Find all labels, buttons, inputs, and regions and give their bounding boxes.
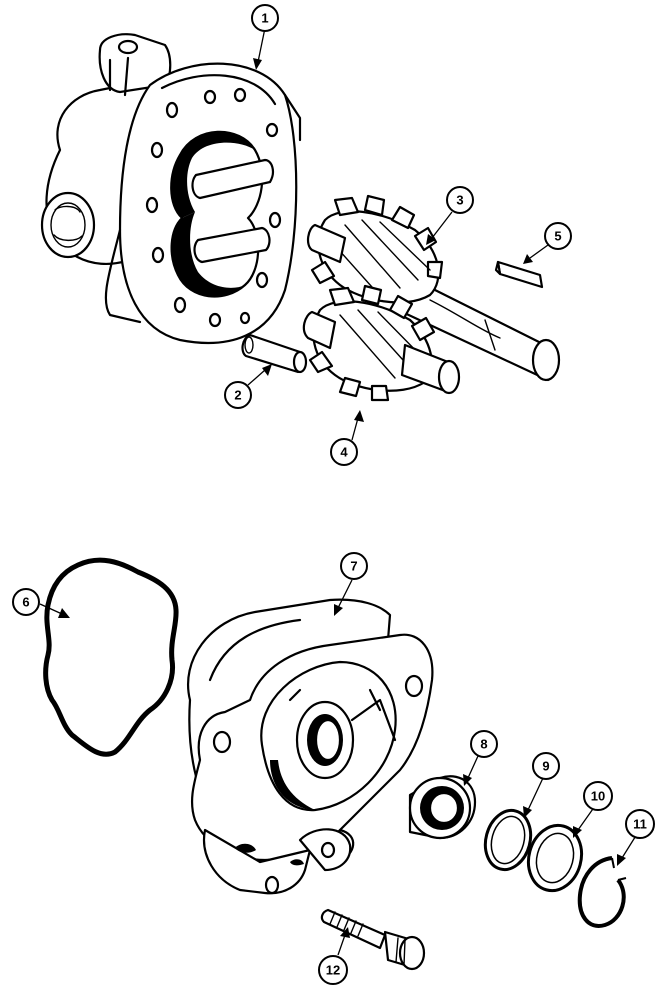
snap-ring bbox=[577, 856, 627, 928]
shaft-key bbox=[494, 260, 544, 289]
svg-text:1: 1 bbox=[261, 11, 268, 26]
washer bbox=[483, 808, 533, 872]
callout-5: 5 bbox=[544, 222, 572, 250]
callout-leaders bbox=[39, 27, 638, 956]
svg-text:7: 7 bbox=[350, 559, 357, 574]
svg-text:2: 2 bbox=[234, 388, 241, 403]
svg-text:10: 10 bbox=[591, 789, 605, 804]
callout-10: 10 bbox=[583, 781, 613, 811]
pump-cover bbox=[187, 598, 434, 895]
svg-text:3: 3 bbox=[456, 193, 463, 208]
svg-text:11: 11 bbox=[633, 817, 647, 832]
svg-text:6: 6 bbox=[22, 595, 29, 610]
driven-gear bbox=[302, 284, 461, 402]
callout-6: 6 bbox=[12, 588, 40, 616]
callout-9: 9 bbox=[532, 752, 560, 780]
thrust-washer bbox=[526, 823, 584, 893]
callout-12: 12 bbox=[318, 955, 348, 985]
pump-body bbox=[40, 33, 302, 344]
svg-text:12: 12 bbox=[326, 963, 340, 978]
svg-text:9: 9 bbox=[542, 759, 549, 774]
callout-2: 2 bbox=[224, 381, 252, 409]
callout-1: 1 bbox=[251, 4, 279, 32]
cap-screw bbox=[320, 908, 426, 971]
drive-gear-shaft bbox=[306, 194, 561, 382]
shaft-seal bbox=[408, 775, 477, 840]
callout-4: 4 bbox=[330, 438, 358, 466]
callout-3: 3 bbox=[446, 186, 474, 214]
svg-text:5: 5 bbox=[554, 229, 561, 244]
callout-11: 11 bbox=[625, 809, 655, 839]
callout-7: 7 bbox=[340, 552, 368, 580]
callout-8: 8 bbox=[470, 730, 498, 758]
o-ring bbox=[43, 557, 179, 757]
dowel-pin bbox=[241, 333, 308, 374]
svg-text:4: 4 bbox=[340, 445, 348, 460]
svg-text:8: 8 bbox=[480, 737, 487, 752]
